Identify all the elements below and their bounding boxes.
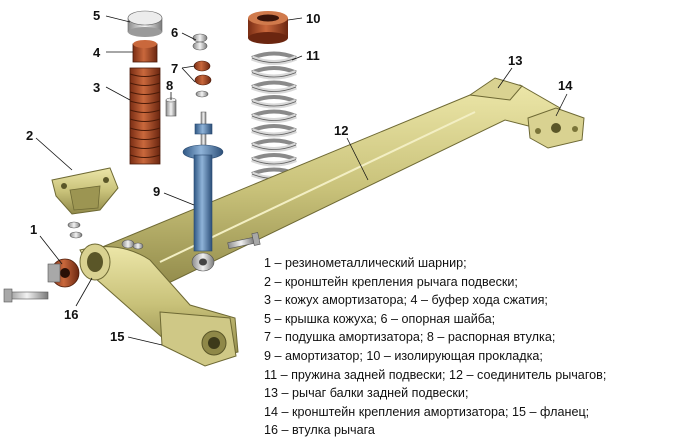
callout-14: 14 [558,78,573,93]
legend-item: 11 – пружина задней подвески; 12 – соеди… [264,367,607,382]
legend-item: 7 – подушка амортизатора; 8 – распорная … [264,330,556,345]
shock-bracket-14 [527,107,585,149]
bracket-washers [67,221,144,250]
legend-item: 14 – кронштейн крепления амортизатора; 1… [264,404,590,419]
support-washer-6 [192,33,208,51]
shock-cover-3 [129,67,161,165]
flange-15 [159,311,237,367]
callout-2: 2 [26,128,33,143]
cover-cap-5 [127,10,163,37]
lever-bushing-16 [79,243,111,281]
leader-lines [35,15,568,346]
legend-item: 2 – кронштейн крепления рычага подвески; [264,274,518,289]
compression-buffer-4 [132,40,158,63]
shock-lower-bolt [227,232,261,249]
callout-4: 4 [93,45,101,60]
callout-13: 13 [508,53,522,68]
parts-legend: 1 – резинометаллический шарнир; 2 – крон… [264,254,694,440]
callout-1: 1 [30,222,37,237]
legend-item: 3 – кожух амортизатора; 4 – буфер хода с… [264,293,548,308]
callout-10: 10 [306,11,320,26]
legend-item: 13 – рычаг балки задней подвески; [264,386,469,401]
callout-16: 16 [64,307,78,322]
shock-cushion-7 [193,60,212,98]
legend-item: 5 – крышка кожуха; 6 – опорная шайба; [264,311,496,326]
legend-item: 16 – втулка рычага [264,423,375,438]
callout-labels: 1 2 3 4 5 6 7 8 9 10 11 12 13 14 15 16 [26,8,573,344]
legend-item: 9 – амортизатор; 10 – изолирующая прокла… [264,348,543,363]
callout-3: 3 [93,80,100,95]
insulating-pad-10 [248,11,288,44]
callout-7: 7 [171,61,178,76]
callout-15: 15 [110,329,124,344]
rubber-metal-joint-1 [3,258,80,303]
callout-9: 9 [153,184,160,199]
callout-12: 12 [334,123,348,138]
callout-11: 11 [306,48,320,63]
callout-6: 6 [171,25,178,40]
lever-bracket-2 [51,167,119,215]
legend-item: 1 – резинометаллический шарнир; [264,256,467,270]
shock-absorber-9 [182,111,224,272]
callout-8: 8 [166,78,173,93]
spacer-sleeve-8 [165,97,177,117]
callout-5: 5 [93,8,100,23]
